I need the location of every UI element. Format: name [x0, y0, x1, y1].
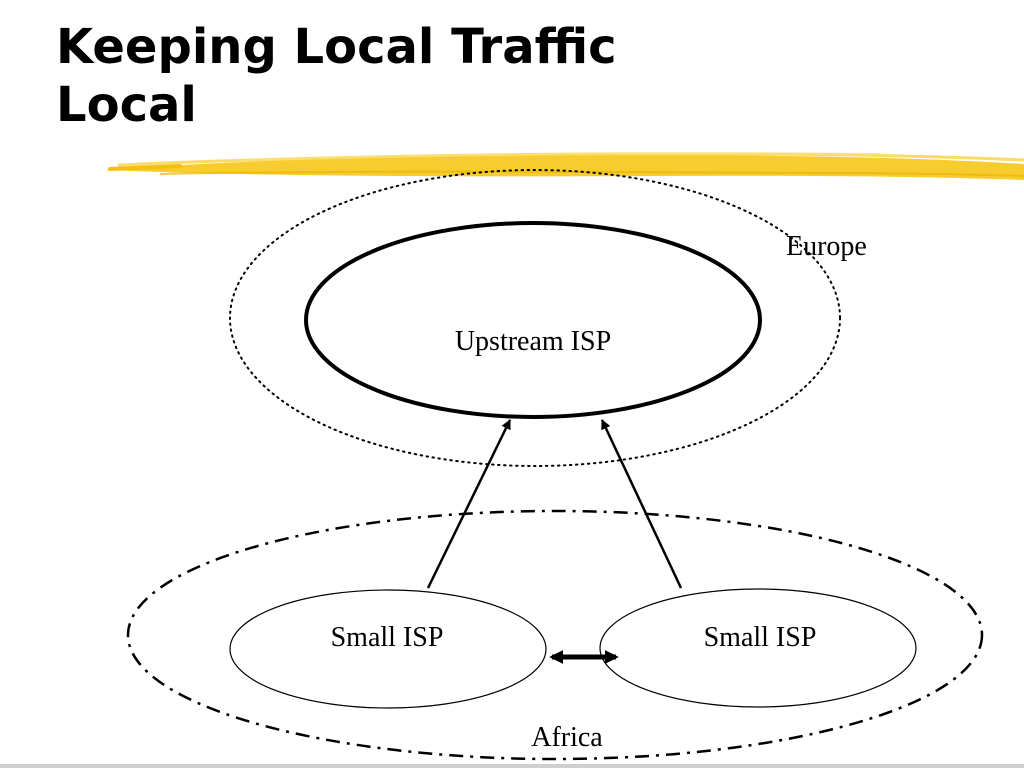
highlighter-divider: [105, 152, 1024, 180]
europe-region: [229, 169, 841, 467]
europe-label: Europe: [786, 231, 867, 262]
title-line-2: Local: [56, 77, 197, 133]
uplink-arrow-left: [426, 419, 512, 589]
small-isp-left-label: Small ISP: [331, 622, 444, 653]
bottom-divider: [0, 764, 1024, 768]
upstream-isp-label: Upstream ISP: [455, 326, 611, 357]
africa-label: Africa: [531, 722, 603, 753]
africa-region: [126, 509, 984, 761]
page-title: Keeping Local Traffic Local: [56, 18, 816, 134]
upstream-isp-node: [304, 221, 762, 419]
small-isp-right-node: [599, 588, 917, 708]
uplink-arrow-right: [600, 419, 683, 589]
small-isp-right-label: Small ISP: [704, 622, 817, 653]
small-isp-left-node: [229, 589, 547, 709]
title-line-1: Keeping Local Traffic: [56, 19, 617, 75]
